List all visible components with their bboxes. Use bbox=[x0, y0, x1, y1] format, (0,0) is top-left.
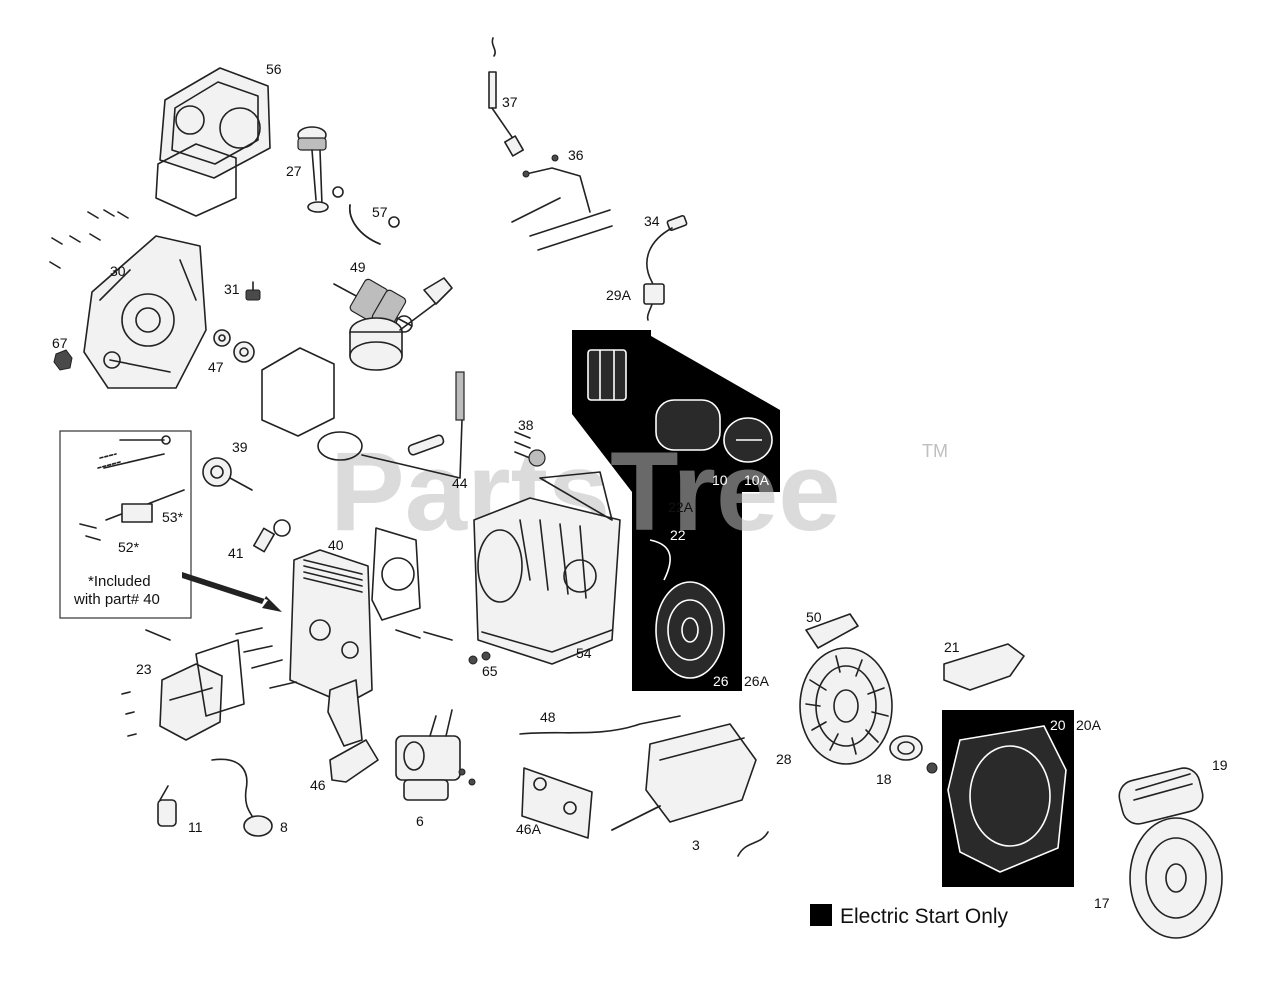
crankcase-gasket bbox=[261, 347, 335, 437]
callout-18: 18 bbox=[876, 771, 892, 787]
callout-38: 38 bbox=[518, 417, 534, 433]
callout-22: 22 bbox=[670, 527, 686, 543]
part-40-cylinder-head bbox=[289, 549, 373, 705]
part-11-fuel-valve bbox=[157, 785, 177, 827]
callout-44: 44 bbox=[452, 475, 468, 491]
callout-10a: 10A bbox=[744, 472, 770, 488]
callout-29a: 29A bbox=[606, 287, 632, 303]
callout-52: 52* bbox=[118, 539, 140, 555]
callout-34: 34 bbox=[644, 213, 660, 229]
callout-49: 49 bbox=[350, 259, 366, 275]
note-arrow bbox=[182, 572, 282, 612]
callout-8: 8 bbox=[280, 819, 288, 835]
callout-20: 20 bbox=[1050, 717, 1066, 733]
callout-6: 6 bbox=[416, 813, 424, 829]
legend-label: Electric Start Only bbox=[840, 905, 1009, 928]
callout-22a: 22A bbox=[668, 499, 694, 515]
part-65-nuts bbox=[468, 651, 491, 665]
part-30-bolts bbox=[49, 209, 129, 269]
part-10-electric-starter bbox=[587, 349, 773, 463]
callout-65: 65 bbox=[482, 663, 498, 679]
part-46-heat-shield bbox=[329, 739, 379, 783]
callout-36: 36 bbox=[568, 147, 584, 163]
callout-labels: 56 37 36 27 57 34 30 49 31 29A 67 47 38 … bbox=[52, 61, 1228, 911]
callout-54: 54 bbox=[576, 645, 592, 661]
callout-31: 31 bbox=[224, 281, 240, 297]
part-37-throttle-rod bbox=[488, 37, 524, 157]
part-38-gear bbox=[514, 431, 546, 467]
callout-67: 67 bbox=[52, 335, 68, 351]
callout-11: 11 bbox=[188, 819, 203, 835]
part-47-bearings bbox=[213, 329, 255, 363]
watermark-tm: TM bbox=[922, 441, 948, 461]
callout-37: 37 bbox=[502, 94, 518, 110]
callout-48: 48 bbox=[540, 709, 556, 725]
part-23-valve-cover bbox=[121, 629, 245, 741]
legend-swatch bbox=[810, 904, 832, 926]
part-39-camshaft bbox=[202, 457, 253, 491]
callout-41: 41 bbox=[228, 545, 244, 561]
part-18-starter-cup bbox=[889, 735, 938, 774]
legend: Electric Start Only bbox=[810, 904, 1009, 928]
part-28-fan bbox=[799, 647, 893, 765]
part-44-piston-assembly bbox=[317, 277, 465, 479]
callout-23: 23 bbox=[136, 661, 152, 677]
part-21-shroud bbox=[943, 643, 1025, 691]
part-67-drain-plug bbox=[53, 349, 73, 371]
callout-28: 28 bbox=[776, 751, 792, 767]
part-31-breather bbox=[245, 281, 261, 301]
callout-19: 19 bbox=[1212, 757, 1228, 773]
part-20-fan-housing bbox=[947, 725, 1067, 873]
callout-10: 10 bbox=[712, 472, 728, 488]
part-26-flywheel bbox=[649, 539, 725, 679]
valves-included-box: *Included with part# 40 bbox=[59, 430, 192, 619]
callout-21: 21 bbox=[944, 639, 960, 655]
callout-56: 56 bbox=[266, 61, 282, 77]
callout-30: 30 bbox=[110, 263, 126, 279]
part-48-wire bbox=[519, 715, 681, 735]
part-46a-plate bbox=[521, 767, 593, 839]
callout-26: 26 bbox=[713, 673, 729, 689]
callout-47: 47 bbox=[208, 359, 224, 375]
part-57-breather-hose bbox=[332, 186, 400, 245]
part-3-muffler bbox=[611, 723, 769, 857]
head-gasket bbox=[371, 527, 421, 621]
part-36-governor-linkage bbox=[511, 154, 613, 251]
part-6-carburetor bbox=[395, 709, 476, 801]
callout-17: 17 bbox=[1094, 895, 1110, 911]
part-56-gasket-set bbox=[155, 67, 271, 217]
part-41-fitting bbox=[253, 519, 291, 553]
callout-40: 40 bbox=[328, 537, 344, 553]
note-line-1: *Included bbox=[88, 573, 151, 590]
callout-53: 53* bbox=[162, 509, 184, 525]
callout-20a: 20A bbox=[1076, 717, 1102, 733]
callout-3: 3 bbox=[692, 837, 700, 853]
part-54-engine-block bbox=[473, 471, 621, 665]
part-8-sensor bbox=[211, 758, 273, 837]
intake-bracket bbox=[327, 679, 363, 747]
callout-39: 39 bbox=[232, 439, 248, 455]
callout-57: 57 bbox=[372, 204, 388, 220]
callout-50: 50 bbox=[806, 609, 822, 625]
callout-46: 46 bbox=[310, 777, 326, 793]
note-line-2: with part# 40 bbox=[73, 591, 160, 608]
part-17-recoil-starter bbox=[1118, 767, 1223, 939]
part-34-29a-wire bbox=[643, 214, 688, 321]
part-50-bracket bbox=[805, 613, 859, 649]
callout-27: 27 bbox=[286, 163, 302, 179]
part-27-oil-fill-tube bbox=[297, 126, 329, 213]
head-bolts bbox=[235, 627, 453, 689]
callout-26a: 26A bbox=[744, 673, 770, 689]
part-30-crankcase-cover bbox=[49, 209, 207, 389]
callout-46a: 46A bbox=[516, 821, 542, 837]
